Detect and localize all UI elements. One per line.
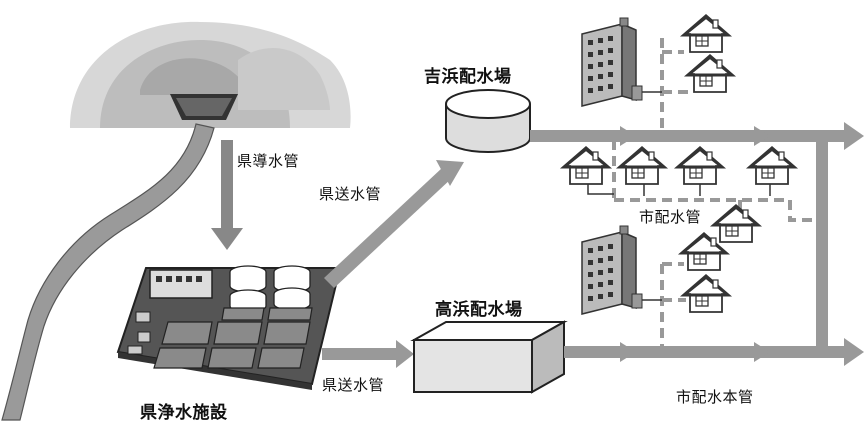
takahama-reservoir-label: 高浜配水場	[435, 300, 523, 320]
apartment-building-icon	[581, 225, 643, 315]
prefectural-treatment-label: 県浄水施設	[140, 403, 228, 423]
supply-pipe-upper	[324, 160, 464, 288]
prefectural-supply-upper-label: 県送水管	[319, 185, 382, 203]
main-pipe-vertical	[816, 136, 828, 358]
takahama-tank-icon	[410, 320, 568, 394]
house-icon	[562, 146, 610, 186]
house-icon	[686, 54, 734, 94]
supply-pipe-lower	[322, 340, 414, 368]
house-icon	[682, 274, 730, 314]
treatment-plant-icon	[116, 265, 342, 390]
house-icon	[748, 146, 796, 186]
yoshihama-reservoir-label: 吉浜配水場	[424, 67, 512, 87]
main-pipe-upper	[530, 122, 864, 150]
house-icon	[676, 146, 724, 186]
conduit-arrow	[211, 140, 243, 250]
main-pipe-lower	[564, 338, 864, 366]
apartment-building-icon	[581, 17, 643, 107]
city-distribution-pipe-label: 市配水管	[639, 208, 702, 226]
yoshihama-tank-icon	[445, 89, 531, 153]
house-icon	[618, 146, 666, 186]
house-icon	[712, 204, 760, 244]
river	[1, 123, 215, 421]
mountain-dam-icon	[70, 21, 351, 128]
prefectural-conduit-label: 県導水管	[237, 152, 300, 170]
house-icon	[682, 14, 730, 54]
prefectural-supply-lower-label: 県送水管	[322, 376, 385, 394]
distribution-pipes	[612, 38, 816, 352]
city-main-pipe-label: 市配水本管	[676, 388, 754, 406]
